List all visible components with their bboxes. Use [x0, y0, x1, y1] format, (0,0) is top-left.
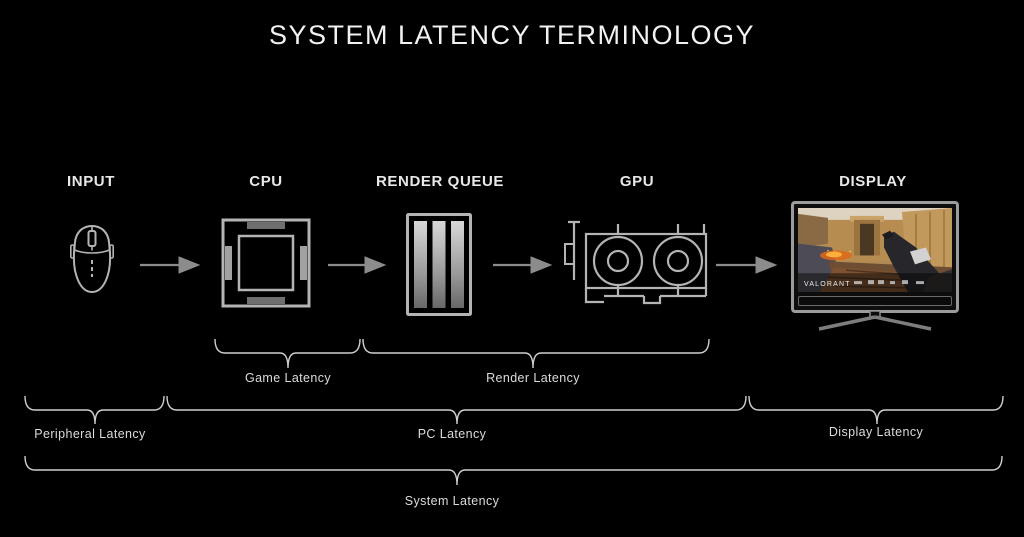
cpu-chip-icon [220, 217, 312, 314]
monitor-bezel-bar [798, 296, 952, 306]
brace-display-latency [748, 395, 1004, 425]
brace-pc-latency [166, 395, 747, 425]
stage-label-input: INPUT [67, 173, 115, 190]
render-queue-icon [405, 212, 473, 322]
hud-bar [798, 273, 952, 292]
game-screenshot: VALORANT [798, 208, 952, 292]
brace-system-latency [24, 455, 1003, 486]
page-title: SYSTEM LATENCY TERMINOLOGY [268, 20, 756, 50]
brace-label-system-latency: System Latency [404, 494, 500, 508]
stage-label-render-queue: RENDER QUEUE [375, 173, 505, 190]
brace-game-latency [214, 338, 361, 369]
brace-label-game-latency: Game Latency [244, 371, 332, 385]
valorant-logo-text: VALORANT [804, 281, 851, 288]
monitor-stand [818, 311, 932, 331]
scene-archway [860, 223, 874, 256]
stage-label-cpu: CPU [249, 173, 283, 190]
brace-label-peripheral-latency: Peripheral Latency [34, 427, 146, 441]
brace-label-pc-latency: PC Latency [417, 427, 487, 441]
brace-label-display-latency: Display Latency [828, 425, 924, 439]
gpu-card-icon [560, 210, 712, 315]
mouse-icon [70, 224, 115, 299]
stage-label-display: DISPLAY [839, 173, 907, 190]
brace-peripheral-latency [24, 395, 165, 425]
stage-label-gpu: GPU [619, 173, 655, 190]
hud-widgets [854, 280, 924, 285]
brace-render-latency [362, 338, 710, 369]
brace-label-render-latency: Render Latency [486, 371, 580, 385]
monitor-icon: VALORANT [791, 201, 959, 313]
gun-magazine [910, 247, 931, 265]
